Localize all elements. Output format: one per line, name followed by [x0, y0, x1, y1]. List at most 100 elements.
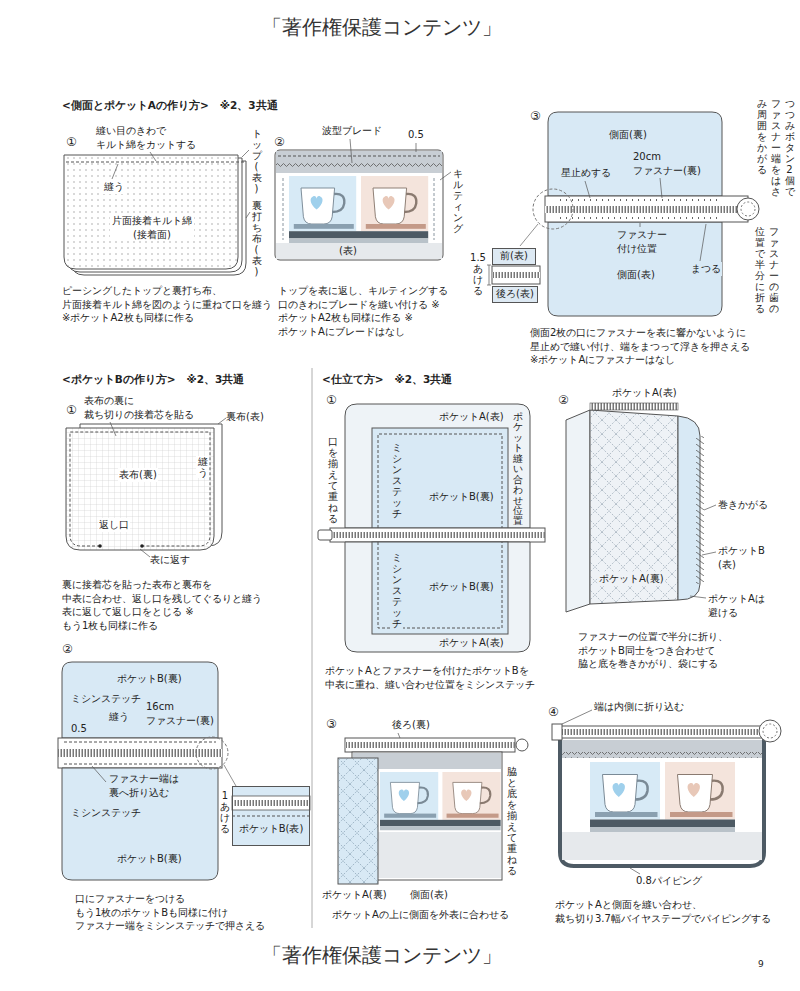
- label-box: ポケットB(表): [232, 786, 310, 846]
- side-panels-zipper: [560, 200, 718, 218]
- text-label: 縫う: [108, 710, 130, 724]
- text-label: ピーシングしたトップと裏打ち布、 片面接着キルト綿を図のように重ねて口を縫う ※…: [62, 284, 274, 325]
- vertical-label: 口を揃えて重ねる: [327, 436, 338, 524]
- pocket-b-zipper: [232, 786, 310, 846]
- vertical-note: つつみボタン2個で ファスナー端をはさみ 周囲をかがる: [756, 98, 795, 198]
- section-divider: [312, 368, 313, 928]
- assembly-2: [690, 505, 716, 598]
- text-label: ポケットA(表): [438, 410, 505, 424]
- pocket-b-zipper: [232, 800, 310, 806]
- assembly-4: [560, 736, 764, 866]
- step1-layers: [64, 150, 250, 275]
- text-label: ポケットA(表): [612, 386, 677, 400]
- text-label: 「著作権保護コンテンツ」: [262, 942, 502, 969]
- assembly-1: [378, 542, 502, 628]
- step1-layers: [64, 155, 238, 269]
- text-label: ポケットB(裏): [428, 580, 495, 594]
- pocket-a-front: [276, 243, 442, 259]
- side-panels-zipper: [545, 196, 748, 222]
- pocket-b-zipper: [196, 737, 228, 769]
- text-label: 片面接着キルト綿 (接着面): [110, 214, 194, 241]
- text-label: ポケットB(裏): [116, 852, 183, 866]
- assembly-4: [590, 762, 735, 832]
- text-label: (表): [338, 244, 358, 258]
- side-panels-zipper: [492, 266, 540, 284]
- text-label: 裏布(表): [226, 410, 264, 424]
- pocket-b-zipper: [232, 796, 310, 810]
- assembly-1: [318, 530, 332, 540]
- text-label: ポケットA(裏): [322, 888, 387, 902]
- text-label: ポケットB (表): [718, 544, 767, 571]
- side-panels-zipper: [548, 112, 722, 196]
- side-panels-zipper: [487, 265, 491, 285]
- step1-layers: [112, 150, 250, 218]
- text-label: 9: [758, 958, 764, 970]
- side-panels-zipper: [737, 198, 759, 220]
- assembly-3: [380, 772, 501, 830]
- assembly-1: [345, 542, 530, 652]
- text-label: 縫う: [103, 180, 125, 194]
- assembly-2: [696, 436, 704, 584]
- text-label: ポケットB(裏): [116, 672, 183, 686]
- text-label: ポケットAは 避ける: [708, 592, 767, 619]
- assembly-4: [552, 710, 781, 874]
- text-label: 表布(裏): [118, 468, 158, 482]
- text-label: 側面(表): [616, 268, 656, 282]
- text-label: ②: [62, 641, 73, 657]
- vertical-label: トップ(表): [251, 128, 262, 194]
- text-label: ミシンステッチ: [70, 806, 142, 820]
- pocket-b-layers: [66, 418, 226, 557]
- text-label: <仕立て方> ※2、3共通: [322, 372, 452, 386]
- text-label: <ポケットBの作り方> ※2、3共通: [62, 372, 244, 386]
- assembly-1: [378, 434, 502, 528]
- text-label: ポケットAの上に側面を外表に合わせる: [332, 908, 509, 922]
- text-label: ファスナーの位置で半分に折り、 ポケットB同士をつき合わせて 脇と底を巻きかがり…: [578, 630, 730, 671]
- text-label: 返し口: [98, 518, 130, 532]
- assembly-4: [562, 710, 640, 874]
- vertical-label: キルティング: [452, 168, 463, 234]
- pocket-b-layers: [140, 544, 144, 548]
- assembly-1: [318, 404, 545, 652]
- assembly-4: [558, 726, 766, 738]
- pocket-b-zipper: [62, 768, 218, 880]
- pocket-b-zipper: [58, 749, 222, 757]
- assembly-4: [763, 724, 777, 738]
- label-box: 後ろ(表): [492, 286, 538, 303]
- box-label: 後ろ(表): [496, 288, 534, 300]
- assembly-4: [759, 720, 781, 742]
- assembly-2: [590, 403, 678, 410]
- vertical-label: ミシンステッチ: [390, 442, 403, 519]
- assembly-4: [562, 752, 762, 758]
- pocket-a-front: [350, 139, 451, 180]
- text-label: ミシンステッチ: [70, 692, 142, 706]
- side-panels-zipper: [741, 202, 755, 216]
- vertical-note: ファスナーの歯の 位置で半分に折る: [754, 226, 779, 315]
- pocket-b-zipper: [62, 662, 218, 738]
- text-label: 0.5: [408, 128, 424, 142]
- text-label: ポケットA(裏): [598, 572, 665, 586]
- text-label: 後ろ(裏): [392, 718, 430, 732]
- assembly-2: [566, 403, 716, 612]
- text-label: 表布の裏に 裁ち切りの接着芯を貼る: [84, 394, 196, 421]
- section-divider: [312, 368, 313, 928]
- text-label: ポケットAとファスナーを付けたポケットBを 中表に重ね、縫い合わせ位置をミシンス…: [325, 664, 537, 691]
- pocket-a-front: [276, 163, 442, 169]
- text-label: まつる: [690, 262, 722, 276]
- assembly-4: [562, 740, 762, 758]
- text-label: 表に返す: [150, 553, 190, 567]
- text-label: ③: [530, 108, 541, 124]
- text-label: 端は内側に折り込む: [594, 700, 684, 714]
- box-label: 前(表): [500, 250, 528, 262]
- text-label: 側面(表): [410, 888, 448, 902]
- pocket-a-front: [275, 139, 451, 260]
- text-label: 0.8パイピング: [636, 874, 702, 888]
- text-label: <側面とポケットAの作り方> ※2、3共通: [62, 98, 278, 112]
- text-label: ③: [326, 716, 337, 732]
- assembly-3: [338, 758, 378, 884]
- text-label: ①: [66, 134, 77, 150]
- assembly-3: [398, 733, 400, 738]
- pocket-b-zipper: [58, 662, 310, 880]
- vertical-label: つつみボタン2個で ファスナー端をはさみ 周囲をかがる: [756, 98, 795, 198]
- assembly-4: [558, 729, 766, 735]
- vertical-label: ミシンステッチ: [390, 552, 403, 629]
